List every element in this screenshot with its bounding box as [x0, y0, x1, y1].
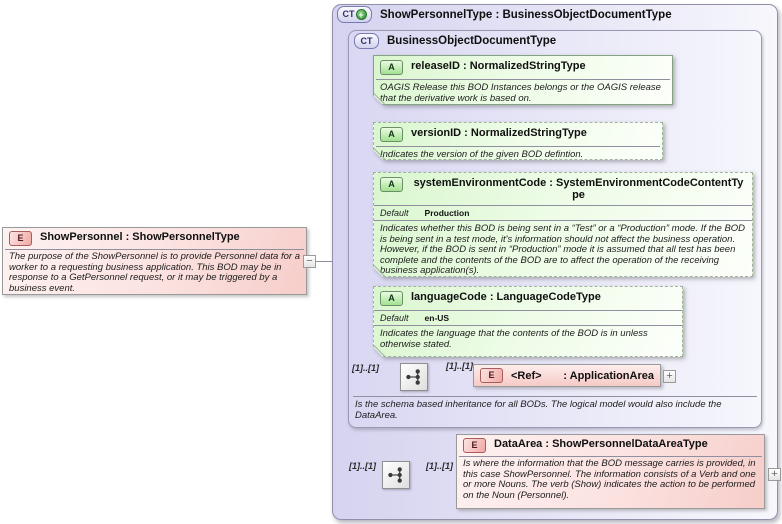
default-row: Default en-US [374, 310, 682, 326]
divider [376, 146, 660, 147]
divider [376, 79, 670, 80]
default-label: Default [380, 208, 409, 218]
element-annotation: Is where the information that the BOD me… [463, 458, 756, 501]
attribute-title: languageCode : LanguageCodeType [411, 291, 601, 303]
cardinality-label: [1]..[1] [352, 363, 379, 373]
default-value: Production [424, 208, 470, 218]
element-annotation: The purpose of the ShowPersonnel is to p… [9, 251, 300, 294]
element-type-label: : ApplicationArea [563, 369, 654, 382]
attribute-annotation: OAGIS Release this BOD Instances belongs… [380, 82, 661, 104]
cardinality-label: [1]..[1] [426, 461, 453, 471]
element-icon: E [463, 438, 486, 453]
element-box-showpersonnel[interactable]: E ShowPersonnel : ShowPersonnelType The … [2, 227, 307, 295]
divider [5, 249, 304, 250]
element-title: DataArea : ShowPersonnelDataAreaType [494, 438, 708, 450]
element-box-applicationarea-ref[interactable]: E <Ref> : ApplicationArea [473, 364, 661, 387]
default-label: Default [380, 313, 409, 323]
sequence-icon[interactable] [400, 363, 428, 391]
collapse-button[interactable]: − [303, 255, 316, 268]
expand-button[interactable]: + [768, 468, 781, 481]
attribute-title: systemEnvironmentCode : SystemEnvironmen… [413, 177, 744, 201]
attribute-annotation: Indicates the language that the contents… [380, 328, 648, 350]
attribute-title: releaseID : NormalizedStringType [411, 60, 586, 72]
attribute-icon: A [380, 127, 403, 142]
cardinality-label: [1]..[1] [446, 361, 473, 371]
attribute-icon: A [380, 177, 403, 192]
default-value: en-US [424, 313, 450, 323]
basetype-title: BusinessObjectDocumentType [387, 35, 557, 47]
element-title: ShowPersonnel : ShowPersonnelType [40, 231, 240, 243]
attribute-title: versionID : NormalizedStringType [411, 127, 587, 139]
attribute-box-releaseid[interactable]: A releaseID : NormalizedStringType OAGIS… [373, 55, 673, 105]
element-icon: E [9, 231, 32, 246]
expand-button[interactable]: + [663, 370, 676, 383]
expand-plus-icon[interactable]: + [355, 9, 367, 20]
default-row: Default Production [374, 205, 752, 221]
complextype-badge-label: CT [342, 9, 355, 19]
element-icon: E [480, 368, 503, 383]
attribute-icon: A [380, 60, 403, 75]
element-box-dataarea[interactable]: E DataArea : ShowPersonnelDataAreaType I… [456, 434, 765, 509]
complextype-extension-icon: CT + [337, 6, 372, 23]
attribute-box-languagecode[interactable]: A languageCode : LanguageCodeType Defaul… [373, 286, 683, 357]
attribute-box-systemenvironmentcode[interactable]: A systemEnvironmentCode : SystemEnvironm… [373, 172, 753, 277]
attribute-icon: A [380, 291, 403, 306]
complextype-title: ShowPersonnelType : BusinessObjectDocume… [380, 8, 672, 21]
divider [353, 396, 757, 397]
divider [459, 456, 762, 457]
sequence-icon[interactable] [382, 461, 410, 489]
complextype-icon: CT [354, 33, 379, 49]
attribute-annotation: Indicates whether this BOD is being sent… [380, 223, 746, 276]
element-ref-label: <Ref> [511, 369, 542, 382]
attribute-box-versionid[interactable]: A versionID : NormalizedStringType Indic… [373, 122, 663, 160]
attribute-annotation: Indicates the version of the given BOD d… [380, 149, 584, 160]
cardinality-label: [1]..[1] [349, 461, 376, 471]
basetype-annotation: Is the schema based inheritance for all … [355, 399, 722, 421]
